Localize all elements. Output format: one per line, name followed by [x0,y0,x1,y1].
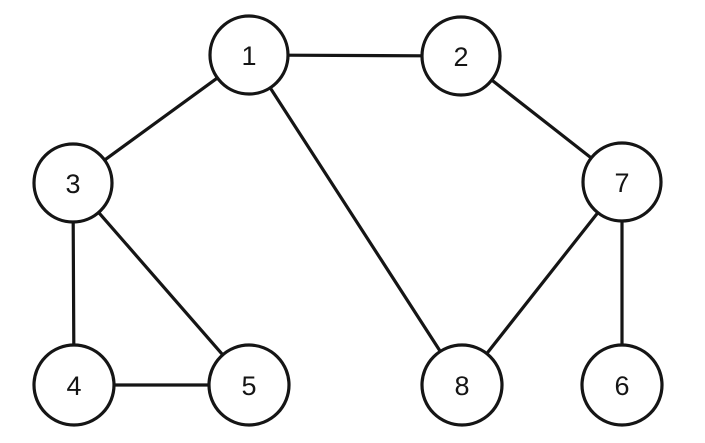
node-label-7: 7 [614,168,629,198]
node-circle-7[interactable] [581,141,663,223]
node-label-6: 6 [614,371,629,401]
node-label-2: 2 [453,42,468,72]
edge-1-2 [285,53,425,58]
edge-2-7 [489,77,594,161]
node-circle-5[interactable] [207,343,291,427]
node-7[interactable]: 7 [581,141,663,223]
edge-3-4 [71,219,76,348]
edge-1-8 [268,85,443,354]
edges-layer [71,53,624,387]
node-circle-2[interactable] [420,15,502,97]
node-label-8: 8 [454,371,469,401]
edge-1-3 [102,75,220,163]
node-2[interactable]: 2 [420,15,502,97]
node-8[interactable]: 8 [420,343,504,427]
node-label-3: 3 [65,169,80,199]
node-circle-1[interactable] [208,14,290,96]
edge-3-5 [96,210,225,358]
node-circle-8[interactable] [420,343,504,427]
node-4[interactable]: 4 [32,343,116,427]
node-3[interactable]: 3 [32,142,114,224]
node-1[interactable]: 1 [208,14,290,96]
node-circle-6[interactable] [580,343,664,427]
edge-7-8 [484,210,601,356]
node-6[interactable]: 6 [580,343,664,427]
node-circle-4[interactable] [32,343,116,427]
node-label-1: 1 [241,41,256,71]
node-label-5: 5 [241,371,256,401]
node-label-4: 4 [66,371,81,401]
nodes-layer: 1 2 3 7 4 5 8 6 [32,14,664,427]
node-circle-3[interactable] [32,142,114,224]
node-5[interactable]: 5 [207,343,291,427]
